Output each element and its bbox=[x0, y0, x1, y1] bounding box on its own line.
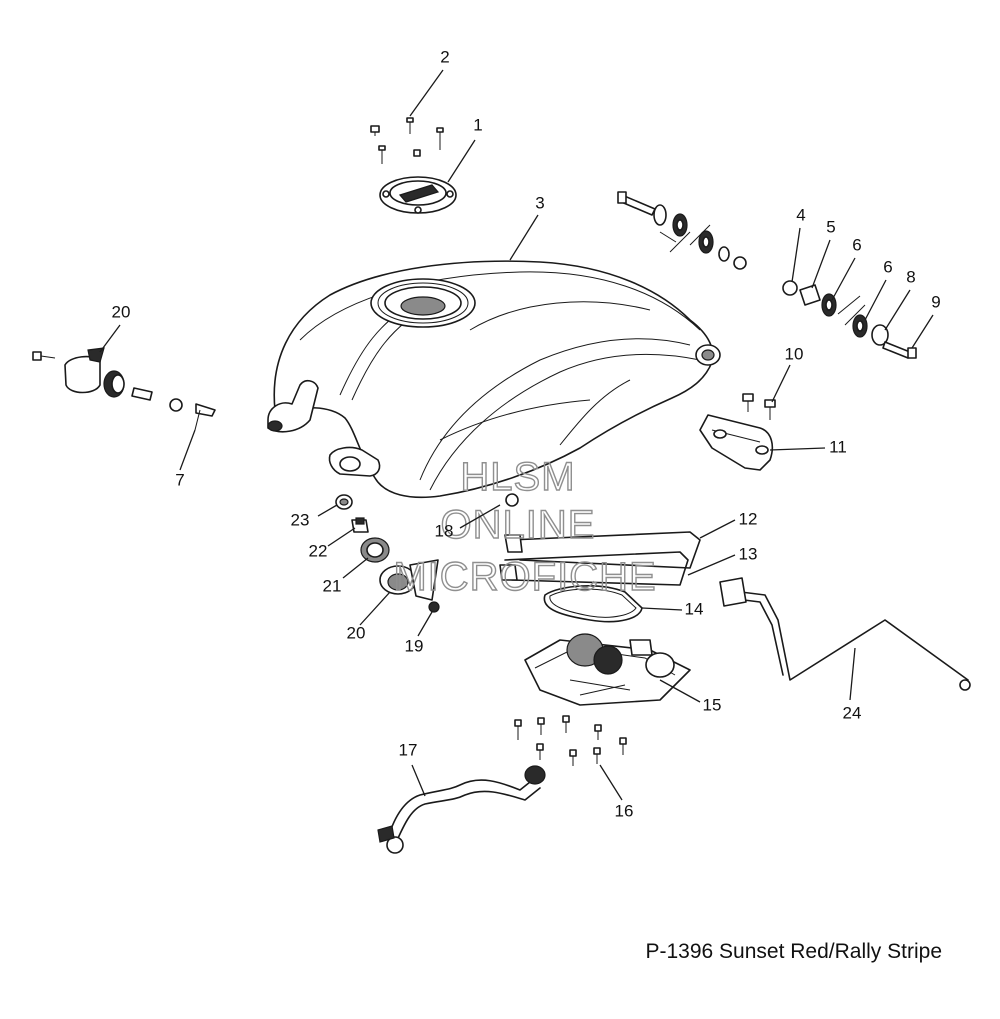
callout-17: 17 bbox=[399, 740, 418, 759]
callout-23: 23 bbox=[291, 510, 310, 529]
callout-11: 11 bbox=[829, 437, 847, 456]
rear-mount-hardware-right bbox=[782, 280, 917, 359]
fuel-tank-part bbox=[267, 260, 721, 499]
callout-22: 22 bbox=[309, 541, 328, 560]
callout-2: 2 bbox=[440, 47, 449, 66]
diagram-caption: P-1396 Sunset Red/Rally Stripe bbox=[645, 940, 943, 963]
watermark-line-3: MICROFICHE bbox=[393, 555, 656, 599]
fuel-cap-ring-part bbox=[379, 176, 457, 214]
watermark: HLSM ONLINE MICROFICHE bbox=[393, 454, 657, 599]
callout-3: 3 bbox=[535, 193, 544, 212]
fuel-pump-part bbox=[524, 633, 691, 706]
callout-21: 21 bbox=[323, 576, 342, 595]
gasket-part bbox=[543, 585, 643, 623]
callout-7: 7 bbox=[175, 470, 184, 489]
vent-hoses-part bbox=[499, 531, 701, 586]
callout-19: 19 bbox=[405, 636, 424, 655]
callout-4: 4 bbox=[796, 205, 805, 224]
callout-20b: 20 bbox=[347, 623, 366, 642]
leader-lines bbox=[99, 69, 934, 801]
callout-16: 16 bbox=[615, 801, 634, 820]
callout-9: 9 bbox=[931, 292, 940, 311]
callout-20a: 20 bbox=[112, 302, 131, 321]
callout-12: 12 bbox=[739, 509, 758, 528]
callout-15: 15 bbox=[703, 695, 722, 714]
callout-labels: 2 1 3 4 5 6 6 8 9 10 11 20 7 12 13 14 15… bbox=[112, 47, 941, 820]
cap-screws-part bbox=[370, 117, 444, 164]
front-mount-hardware bbox=[32, 347, 216, 431]
breather-tube-part bbox=[719, 577, 971, 691]
callout-5: 5 bbox=[826, 217, 835, 236]
callout-6b: 6 bbox=[883, 257, 892, 276]
pump-screws-part bbox=[514, 715, 627, 766]
lower-mount-cluster bbox=[335, 493, 519, 613]
callout-6a: 6 bbox=[852, 235, 861, 254]
callout-24: 24 bbox=[843, 703, 862, 722]
callout-14: 14 bbox=[685, 599, 704, 618]
watermark-line-2: ONLINE bbox=[441, 503, 596, 547]
callout-1: 1 bbox=[473, 115, 482, 134]
rear-mount-hardware-left bbox=[617, 191, 747, 270]
fuel-line-part bbox=[377, 765, 546, 854]
callout-13: 13 bbox=[739, 544, 758, 563]
rear-bracket-part bbox=[699, 393, 776, 471]
watermark-line-1: HLSM bbox=[460, 455, 575, 499]
callout-18: 18 bbox=[435, 521, 454, 540]
callout-8: 8 bbox=[906, 267, 915, 286]
callout-10: 10 bbox=[785, 344, 804, 363]
